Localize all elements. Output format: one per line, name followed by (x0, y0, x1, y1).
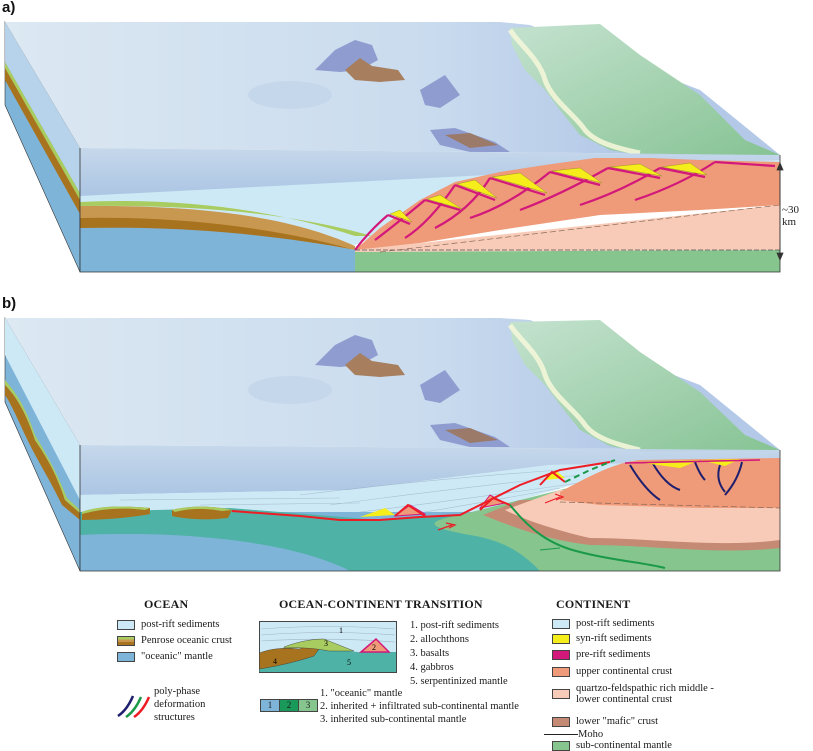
deformation-label-line1: poly-phase (154, 686, 201, 697)
mantle-color-bar: 1 2 3 (260, 699, 318, 712)
oct-item: 5. serpentinized mantle (410, 676, 508, 687)
mantle-item: 2. inherited + infiltrated sub-continent… (320, 701, 519, 712)
scale-arrow (776, 161, 784, 262)
legend-ocean-item: "oceanic" mantle (117, 651, 213, 662)
legend-oct-title: OCEAN-CONTINENT TRANSITION (279, 597, 483, 611)
legend-continent-item: post-rift sediments (552, 618, 654, 629)
swatch-sub-continental-mantle (552, 740, 570, 751)
swatch-post-rift (552, 618, 570, 629)
panel-a-label: a) (2, 0, 16, 16)
swatch-penrose-crust (117, 635, 135, 646)
deformation-label-line2: deformation (154, 699, 206, 710)
deformation-label-line3: structures (154, 712, 195, 723)
oct-number-2: 2 (372, 643, 376, 652)
sub-continental-mantle (355, 250, 780, 272)
legend-continent-item: syn-rift sediments (552, 633, 652, 644)
legend-continent-item: quartzo-feldspathic rich middle - lower … (552, 683, 732, 705)
panel-b-label: b) (2, 295, 17, 312)
oceanic-mantle (80, 227, 355, 272)
swatch-mafic-crust (552, 716, 570, 727)
oct-number-3: 3 (324, 639, 328, 648)
mid-lower-crust (355, 205, 780, 252)
legend-moho: Moho (544, 729, 603, 740)
legend-continent-item: upper continental crust (552, 666, 672, 677)
legend-continent-item: pre-rift sediments (552, 649, 650, 660)
legend-continent-title: CONTINENT (556, 597, 631, 611)
deformation-structures-icon (117, 695, 151, 719)
oct-number-4: 4 (273, 657, 277, 666)
upper-crust (355, 158, 780, 250)
swatch-pre-rift (552, 649, 570, 660)
oceanic-basalt-layer (80, 200, 372, 236)
legend-continent-item: sub-continental mantle (552, 740, 672, 751)
swatch-syn-rift (552, 633, 570, 644)
mantle-item: 1. "oceanic" mantle (320, 688, 403, 699)
panel-b-block-diagram (4, 316, 781, 572)
faults-blue (629, 461, 743, 501)
legend-ocean-title: OCEAN (144, 597, 189, 611)
fault-green (509, 459, 666, 569)
panel-a-block-diagram (4, 20, 784, 273)
oct-item: 3. basalts (410, 648, 450, 659)
mantle-item: 3. inherited sub-continental mantle (320, 714, 467, 725)
oct-item: 1. post-rift sediments (410, 620, 499, 631)
swatch-oceanic-mantle (117, 651, 135, 662)
swatch-upper-crust (552, 666, 570, 677)
scale-label-30km: ~30 km (782, 204, 799, 228)
mantle-cell-3: 3 (299, 700, 317, 711)
oct-item: 2. allochthons (410, 634, 469, 645)
swatch-post-rift (117, 619, 135, 630)
mantle-cell-1: 1 (261, 700, 280, 711)
detachment-faults-red (231, 461, 611, 521)
oct-cross-section-diagram: 1 2 3 4 5 (259, 621, 397, 673)
moho-line (544, 734, 578, 735)
oct-item: 4. gabbros (410, 662, 454, 673)
legend-ocean-item: Penrose oceanic crust (117, 635, 232, 646)
tilted-blocks (354, 160, 776, 251)
oct-number-5: 5 (347, 658, 351, 667)
legend-continent-item: lower "mafic" crust (552, 716, 658, 727)
swatch-mid-lower-crust (552, 689, 570, 699)
mantle-cell-2: 2 (280, 700, 299, 711)
oct-number-1: 1 (339, 626, 343, 635)
legend-ocean-item: post-rift sediments (117, 619, 219, 630)
